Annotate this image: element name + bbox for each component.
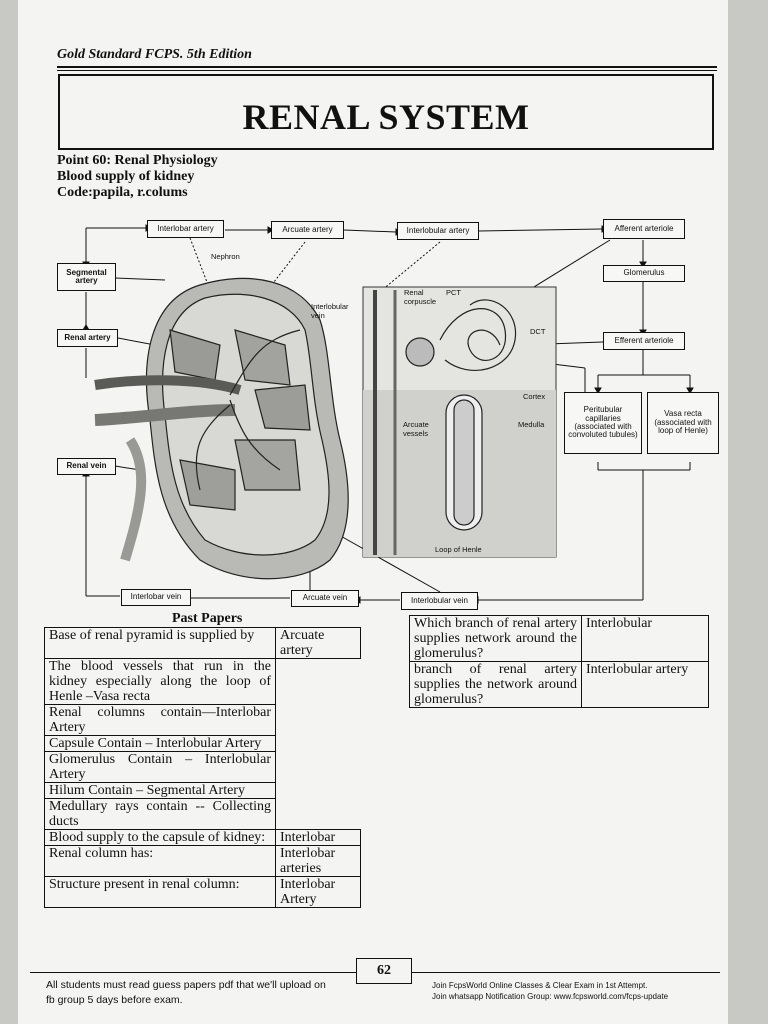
question-cell: Medullary rays contain -- Collecting duc… — [44, 798, 276, 830]
interlobular-vein-label: Interlobular vein — [311, 302, 349, 320]
table-row: The blood vessels that run in the kidney… — [44, 658, 361, 705]
nephron-label: Nephron — [211, 252, 240, 261]
page-number: 62 — [356, 958, 412, 984]
question-cell: Renal column has: — [44, 845, 276, 877]
interlobar-vein-box: Interlobar vein — [121, 589, 191, 606]
footer-right-line1: Join FcpsWorld Online Classes & Clear Ex… — [432, 981, 648, 990]
answer-cell: Interlobular — [581, 615, 709, 662]
answer-cell: Interlobar arteries — [275, 845, 361, 877]
loop-of-henle-label: Loop of Henle — [435, 545, 482, 554]
answer-cell — [276, 783, 361, 799]
header-rule-second — [57, 70, 717, 71]
answer-cell — [276, 736, 361, 752]
answer-cell — [276, 799, 361, 830]
afferent-arteriole-box: Afferent arteriole — [603, 219, 685, 239]
interlobular-vein-box: Interlobular vein — [401, 592, 478, 610]
interlobar-artery-box: Interlobar artery — [147, 220, 224, 238]
question-cell: Blood supply to the capsule of kidney: — [44, 829, 276, 846]
vasa-recta-box: Vasa recta (associated with loop of Henl… — [647, 392, 719, 454]
question-cell: Structure present in renal column: — [44, 876, 276, 908]
glomerulus-box: Glomerulus — [603, 265, 685, 282]
cortex-label: Cortex — [523, 392, 546, 401]
question-cell: Glomerulus Contain – Interlobular Artery — [44, 751, 276, 783]
table-row: Blood supply to the capsule of kidney: I… — [44, 829, 361, 846]
arcuate-artery-box: Arcuate artery — [271, 221, 344, 239]
answer-cell: Interlobular artery — [581, 661, 709, 708]
table-row: Glomerulus Contain – Interlobular Artery — [44, 751, 361, 783]
answer-cell — [276, 752, 361, 783]
arcuate-vein-box: Arcuate vein — [291, 590, 359, 607]
point-heading: Point 60: Renal Physiology — [57, 153, 218, 168]
header-rule-top — [57, 66, 717, 68]
past-papers-title: Past Papers — [172, 611, 243, 626]
question-cell: The blood vessels that run in the kidney… — [44, 658, 276, 705]
medulla-label: Medulla — [518, 420, 545, 429]
question-cell: Base of renal pyramid is supplied by — [44, 627, 276, 659]
efferent-arteriole-box: Efferent arteriole — [603, 332, 685, 350]
answer-cell: Interlobar Artery — [275, 876, 361, 908]
question-cell: Capsule Contain – Interlobular Artery — [44, 735, 276, 752]
dct-label: DCT — [530, 327, 546, 336]
segmental-artery-box: Segmental artery — [57, 263, 116, 291]
table-row: branch of renal artery supplies the netw… — [409, 661, 709, 708]
question-cell: Renal columns contain—Interlobar Artery — [44, 704, 276, 736]
renal-corpuscle-label: Renal corpuscle — [404, 288, 437, 306]
code-line: Code:papila, r.colums — [57, 185, 188, 200]
subheading: Blood supply of kidney — [57, 169, 195, 184]
answer-cell: Arcuate artery — [275, 627, 361, 659]
table-row: Base of renal pyramid is supplied by Arc… — [44, 627, 361, 659]
question-cell: Which branch of renal artery supplies ne… — [409, 615, 582, 662]
edition-header: Gold Standard FCPS. 5th Edition — [57, 47, 252, 62]
pct-label: PCT — [446, 288, 461, 297]
answer-cell — [276, 705, 361, 736]
table-row: Which branch of renal artery supplies ne… — [409, 615, 709, 662]
table-row: Hilum Contain – Segmental Artery — [44, 782, 361, 799]
footer-left-line2: fb group 5 days before exam. — [46, 994, 183, 1006]
table-row: Structure present in renal column: Inter… — [44, 876, 361, 908]
page-title: RENAL SYSTEM — [242, 97, 530, 137]
past-papers-table-left: Base of renal pyramid is supplied by Arc… — [44, 627, 361, 908]
arcuate-vessels-label: Arcuate vessels — [403, 420, 429, 438]
interlobular-artery-box: Interlobular artery — [397, 222, 479, 240]
footer-note-left: All students must read guess papers pdf … — [46, 978, 326, 1008]
peritubular-capillaries-box: Peritubular capillaries (associated with… — [564, 392, 642, 454]
answer-cell: Interlobar — [275, 829, 361, 846]
footer-left-line1: All students must read guess papers pdf … — [46, 979, 326, 991]
question-cell: Hilum Contain – Segmental Artery — [44, 782, 276, 799]
answer-cell — [276, 659, 361, 705]
table-row: Medullary rays contain -- Collecting duc… — [44, 798, 361, 830]
table-row: Renal columns contain—Interlobar Artery — [44, 704, 361, 736]
question-cell: branch of renal artery supplies the netw… — [409, 661, 582, 708]
footer-note-right: Join FcpsWorld Online Classes & Clear Ex… — [432, 980, 668, 1002]
renal-vein-box: Renal vein — [57, 458, 116, 475]
past-papers-table-right: Which branch of renal artery supplies ne… — [409, 615, 709, 708]
footer-right-line2: Join whatsapp Notification Group: www.fc… — [432, 992, 669, 1001]
table-row: Renal column has: Interlobar arteries — [44, 845, 361, 877]
title-box — [58, 74, 714, 150]
renal-artery-box: Renal artery — [57, 329, 118, 347]
table-row: Capsule Contain – Interlobular Artery — [44, 735, 361, 752]
